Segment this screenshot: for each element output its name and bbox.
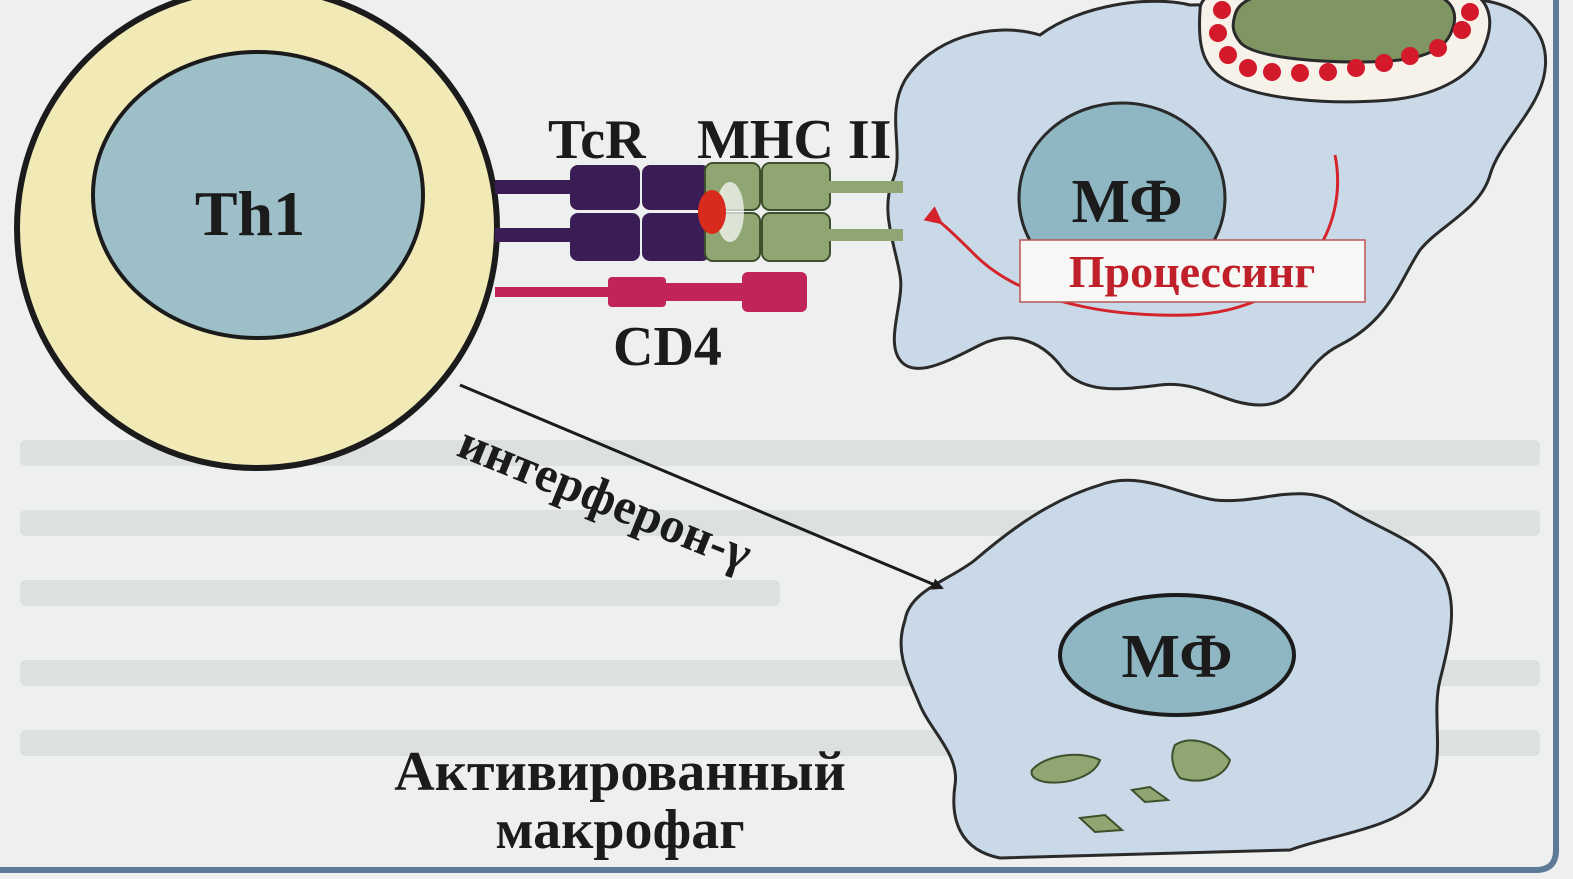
activated-macrophage-label-line1: Активированный [394, 741, 846, 803]
antigen-peptide [698, 190, 726, 234]
phagosome-vacuole [1199, 0, 1489, 102]
mhc-ii-label: MHC II [697, 109, 891, 171]
mf-bottom-label: МФ [1122, 623, 1233, 691]
mf-top-label: МФ [1072, 168, 1183, 236]
th1-label: Th1 [195, 178, 305, 249]
activated-macrophage-label-line2: макрофаг [495, 799, 744, 861]
processing-label: Процессинг [1069, 246, 1316, 297]
cd4-label: CD4 [613, 316, 722, 378]
tcr-label: TcR [548, 109, 646, 171]
